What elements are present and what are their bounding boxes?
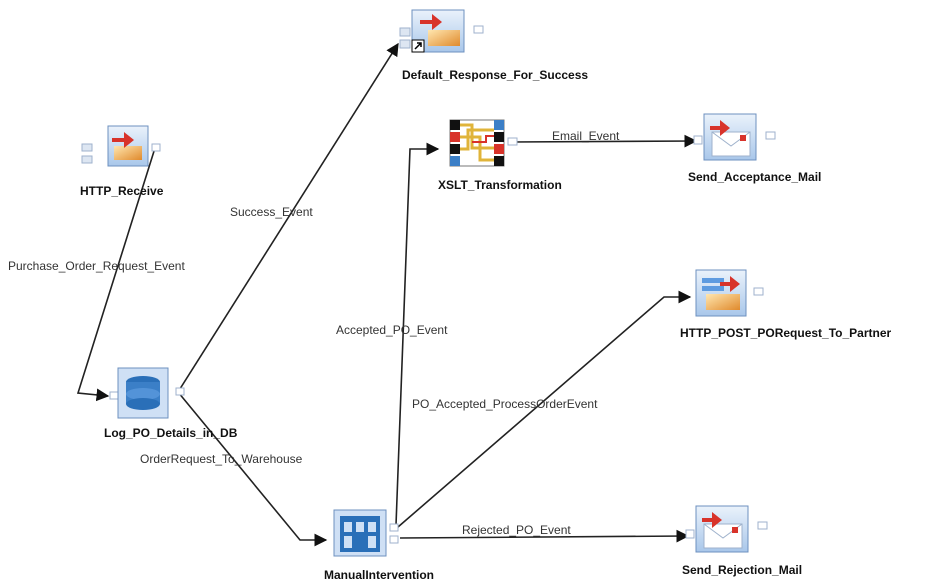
edge-accepted-po[interactable] bbox=[395, 142, 440, 526]
edge-label-purchase-order: Purchase_Order_Request_Event bbox=[8, 259, 185, 273]
edge-label-rejected-po: Rejected_PO_Event bbox=[462, 523, 571, 537]
node-label-http-receive: HTTP_Receive bbox=[80, 184, 164, 198]
mail-icon[interactable] bbox=[693, 113, 776, 161]
manual-intervention-icon[interactable] bbox=[333, 509, 399, 557]
node-label-default-response: Default_Response_For_Success bbox=[402, 68, 589, 82]
node-label-http-post: HTTP_POST_PORequest_To_Partner bbox=[680, 326, 892, 340]
response-icon[interactable] bbox=[399, 9, 484, 53]
edge-success[interactable] bbox=[177, 42, 399, 393]
edge-label-order-request: OrderRequest_To_Warehouse bbox=[140, 452, 303, 466]
edge-label-success: Success_Event bbox=[230, 205, 313, 219]
edge-po-accepted-process[interactable] bbox=[397, 290, 692, 528]
node-label-log-po: Log_PO_Details_in_DB bbox=[104, 426, 238, 440]
xslt-transformation-icon[interactable] bbox=[449, 119, 518, 167]
http-post-icon[interactable] bbox=[695, 269, 764, 317]
edge-email[interactable] bbox=[509, 134, 698, 148]
mail-icon[interactable] bbox=[685, 505, 768, 553]
http-receive-icon[interactable] bbox=[81, 125, 161, 167]
node-label-send-acceptance: Send_Acceptance_Mail bbox=[688, 170, 822, 184]
node-label-manual: ManualIntervention bbox=[324, 568, 435, 582]
edge-label-accepted-po: Accepted_PO_Event bbox=[336, 323, 448, 337]
node-label-xslt: XSLT_Transformation bbox=[438, 178, 562, 192]
node-label-send-rejection: Send_Rejection_Mail bbox=[682, 563, 803, 577]
edge-label-email: Email_Event bbox=[552, 129, 620, 143]
database-icon[interactable] bbox=[109, 367, 185, 419]
edge-label-po-accepted-process: PO_Accepted_ProcessOrderEvent bbox=[412, 397, 598, 411]
edge-rejected-po[interactable] bbox=[399, 529, 690, 543]
edge-purchase-order[interactable] bbox=[76, 147, 156, 402]
edge-order-request[interactable] bbox=[177, 391, 328, 547]
